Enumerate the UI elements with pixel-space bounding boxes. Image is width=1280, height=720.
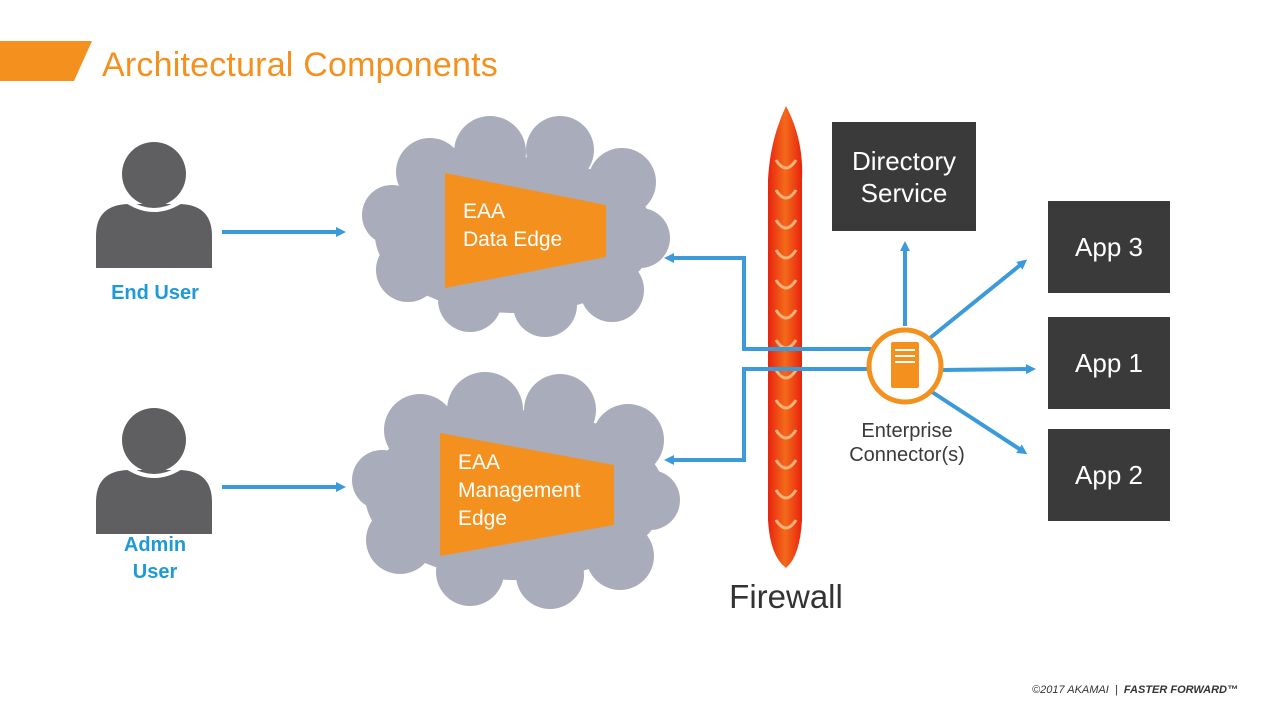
- enterprise-connector-label: Enterprise Connector(s): [822, 419, 992, 467]
- data-edge-line2: Data Edge: [463, 228, 563, 251]
- directory-service-box: Directory Service: [832, 122, 976, 231]
- app2-box: App 2: [1048, 429, 1170, 521]
- admin-user-label: Admin User: [75, 532, 235, 586]
- footer: ©2017 AKAMAI | FASTER FORWARD™: [1032, 684, 1238, 696]
- end-user-text: End User: [111, 282, 199, 304]
- connector-to-app2-arrow: [930, 390, 1028, 455]
- app1-label: App 1: [1075, 348, 1143, 378]
- management-edge-trapezoid: [440, 433, 614, 556]
- data-edge-line1: EAA: [463, 200, 506, 223]
- admin-user-icon: [96, 408, 212, 534]
- title-accent-tab: [0, 41, 92, 81]
- directory-service-label: Directory Service: [852, 145, 956, 209]
- footer-copyright: ©2017 AKAMAI: [1032, 684, 1109, 696]
- footer-separator: |: [1114, 684, 1118, 696]
- data-edge-trapezoid: [445, 173, 606, 288]
- connector-line2: Connector(s): [849, 444, 965, 466]
- connector-to-app1-arrow: [939, 364, 1036, 375]
- connector-line1: Enterprise: [861, 420, 953, 442]
- admin-user-line1: Admin: [123, 534, 187, 556]
- mgmt-edge-line3: Edge: [458, 507, 508, 530]
- admin-user-line2: User: [132, 561, 178, 583]
- connector-to-mgmt-edge-arrow: [664, 367, 872, 465]
- firewall-label: Firewall: [729, 578, 843, 615]
- app1-box: App 1: [1048, 317, 1170, 409]
- firewall-flame: [768, 106, 803, 568]
- directory-line1: Directory: [851, 145, 956, 176]
- connector-to-app3-arrow: [928, 259, 1028, 340]
- app2-label: App 2: [1075, 460, 1143, 490]
- management-edge-label: EAA Management Edge: [458, 449, 581, 533]
- data-edge-label: EAA Data Edge: [463, 198, 562, 254]
- end-user-icon: [96, 142, 212, 268]
- app3-label: App 3: [1075, 232, 1143, 262]
- directory-line2: Service: [860, 177, 948, 208]
- slide-title: Architectural Components: [102, 46, 498, 84]
- server-icon: [866, 327, 944, 405]
- app3-box: App 3: [1048, 201, 1170, 293]
- connector-to-data-edge-arrow: [664, 253, 872, 351]
- mgmt-edge-line1: EAA: [458, 451, 501, 474]
- footer-tagline: FASTER FORWARD™: [1123, 684, 1238, 696]
- mgmt-edge-line2: Management: [458, 479, 581, 502]
- end-user-label: End User: [75, 280, 235, 307]
